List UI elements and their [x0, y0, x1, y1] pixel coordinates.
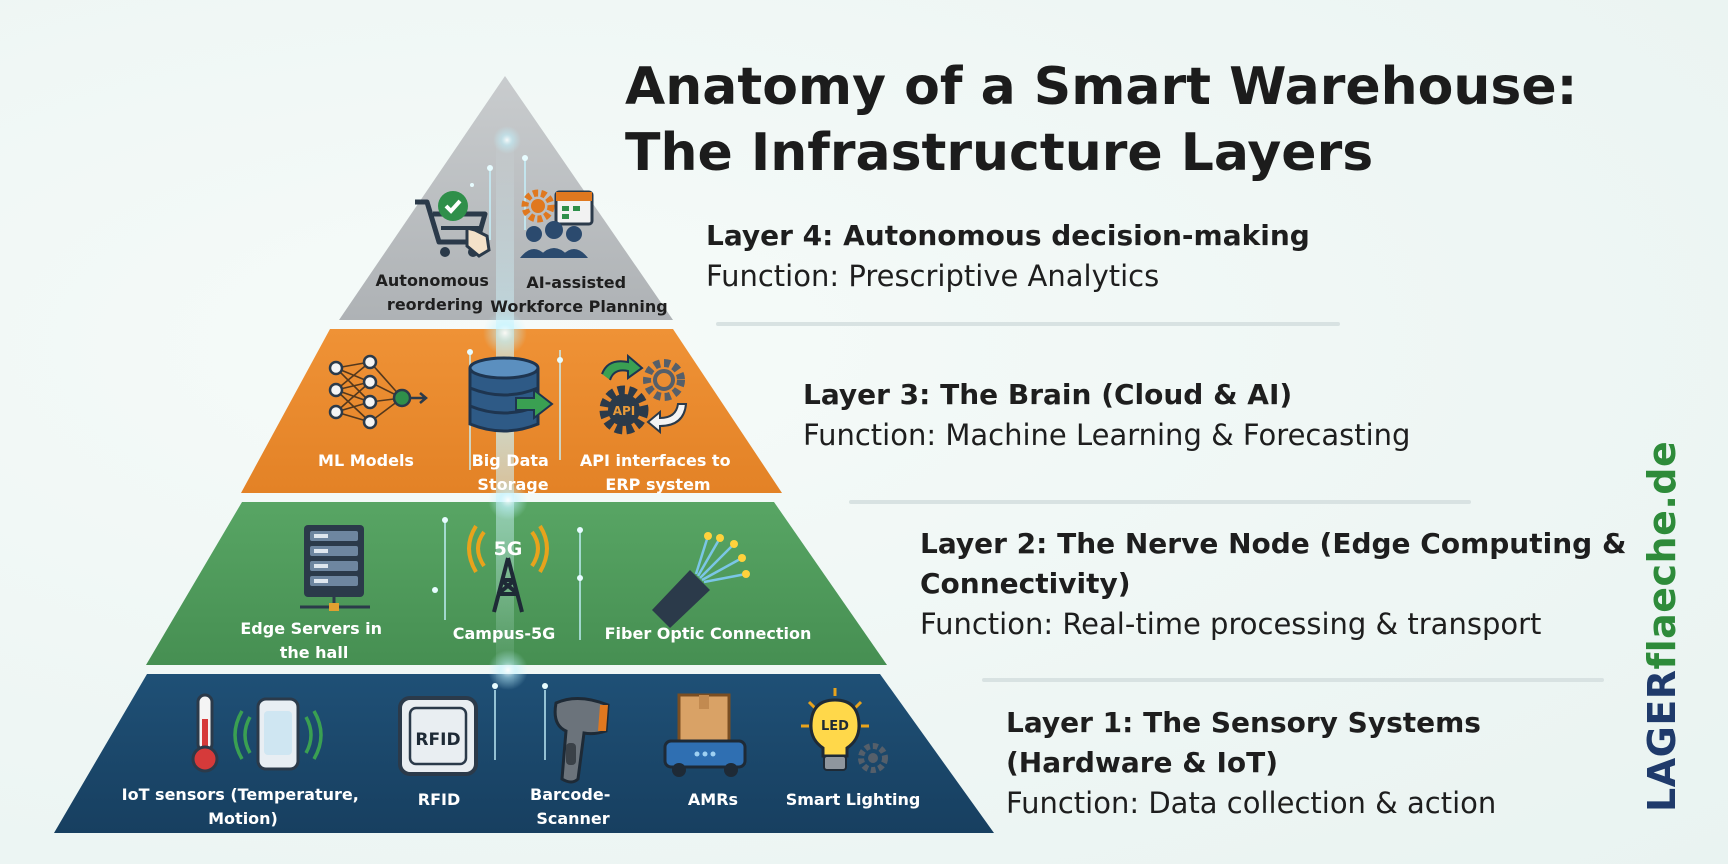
- shopping-cart-check-icon: [415, 191, 491, 258]
- api-badge: API: [613, 404, 636, 418]
- label-edge-servers: Edge Servers in the hall: [240, 619, 387, 662]
- item-labels: Autonomous reordering AI-assisted Workfo…: [122, 271, 921, 828]
- layer-4-function: Function: Prescriptive Analytics: [706, 259, 1160, 293]
- brand-logo-part-1: LAGER: [1640, 669, 1684, 812]
- separator-line: [849, 500, 1471, 504]
- neural-network-icon: [328, 354, 428, 430]
- rfid-badge: RFID: [415, 730, 460, 750]
- thermometer-motion-sensor-icon: [191, 693, 323, 773]
- infrastructure-pyramid: API 5G: [54, 76, 994, 833]
- barcode-scanner-icon: [553, 697, 610, 784]
- layer-3-function: Function: Machine Learning & Forecasting: [803, 418, 1411, 452]
- label-fiber-optic: Fiber Optic Connection: [605, 624, 812, 643]
- separator-line: [982, 678, 1604, 682]
- separator-line: [716, 322, 1340, 326]
- server-rack-icon: [300, 525, 370, 611]
- layer-1-description: Layer 1: The Sensory Systems (Hardware &…: [1006, 703, 1496, 823]
- workforce-gear-calendar-icon: [520, 189, 594, 258]
- layer-3-description: Layer 3: The Brain (Cloud & AI) Function…: [803, 375, 1410, 455]
- glow-node: [493, 126, 521, 154]
- amr-robot-icon: [663, 693, 747, 777]
- layer-1-heading-line-1: Layer 1: The Sensory Systems: [1006, 706, 1481, 739]
- label-iot-sensors: IoT sensors (Temperature, Motion): [122, 785, 365, 828]
- layer-2-description: Layer 2: The Nerve Node (Edge Computing …: [920, 524, 1626, 644]
- brand-logo: LAGERflaeche.de: [1640, 441, 1684, 812]
- brand-logo-part-2: flaeche.de: [1640, 440, 1684, 670]
- glow-node: [483, 311, 527, 355]
- database-icon: [468, 356, 554, 433]
- label-smart-lighting: Smart Lighting: [786, 790, 921, 809]
- smart-bulb-icon: LED: [801, 688, 888, 773]
- rfid-tag-icon: RFID: [398, 696, 478, 776]
- 5g-badge: 5G: [494, 538, 523, 560]
- label-autonomous-reordering: Autonomous reordering: [376, 271, 495, 314]
- page-title-line-1: Anatomy of a Smart Warehouse:: [625, 57, 1578, 117]
- glow-node: [488, 650, 528, 690]
- layer-4-description: Layer 4: Autonomous decision-making Func…: [706, 216, 1310, 296]
- label-api-interfaces: API interfaces to ERP system: [580, 451, 736, 494]
- fiber-optic-icon: [652, 532, 750, 628]
- light-dots: [432, 155, 583, 689]
- glow-node: [488, 480, 528, 520]
- label-barcode-scanner: Barcode- Scanner: [530, 785, 616, 828]
- label-ai-workforce-planning: AI-assisted Workforce Planning: [490, 273, 667, 316]
- page-title-line-2: The Infrastructure Layers: [625, 123, 1374, 183]
- 5g-tower-icon: 5G: [467, 524, 549, 613]
- label-campus-5g: Campus-5G: [453, 624, 555, 643]
- page-title: Anatomy of a Smart Warehouse: The Infras…: [625, 54, 1645, 186]
- layer-1-function: Function: Data collection & action: [1006, 786, 1497, 820]
- layer-4-heading: Layer 4: Autonomous decision-making: [706, 219, 1310, 252]
- layer-2-function: Function: Real-time processing & transpo…: [920, 607, 1542, 641]
- layer-3-heading: Layer 3: The Brain (Cloud & AI): [803, 378, 1293, 411]
- label-rfid: RFID: [418, 790, 460, 809]
- layer-2-heading-line-1: Layer 2: The Nerve Node (Edge Computing …: [920, 527, 1627, 560]
- label-big-data-storage: Big Data Storage: [472, 451, 555, 494]
- label-ml-models: ML Models: [318, 451, 414, 470]
- layer-1-heading-line-2: (Hardware & IoT): [1006, 746, 1279, 779]
- api-gears-icon: API: [599, 353, 688, 435]
- label-amrs: AMRs: [688, 790, 738, 809]
- layer-2-heading-line-2: Connectivity): [920, 567, 1131, 600]
- led-badge: LED: [821, 719, 849, 734]
